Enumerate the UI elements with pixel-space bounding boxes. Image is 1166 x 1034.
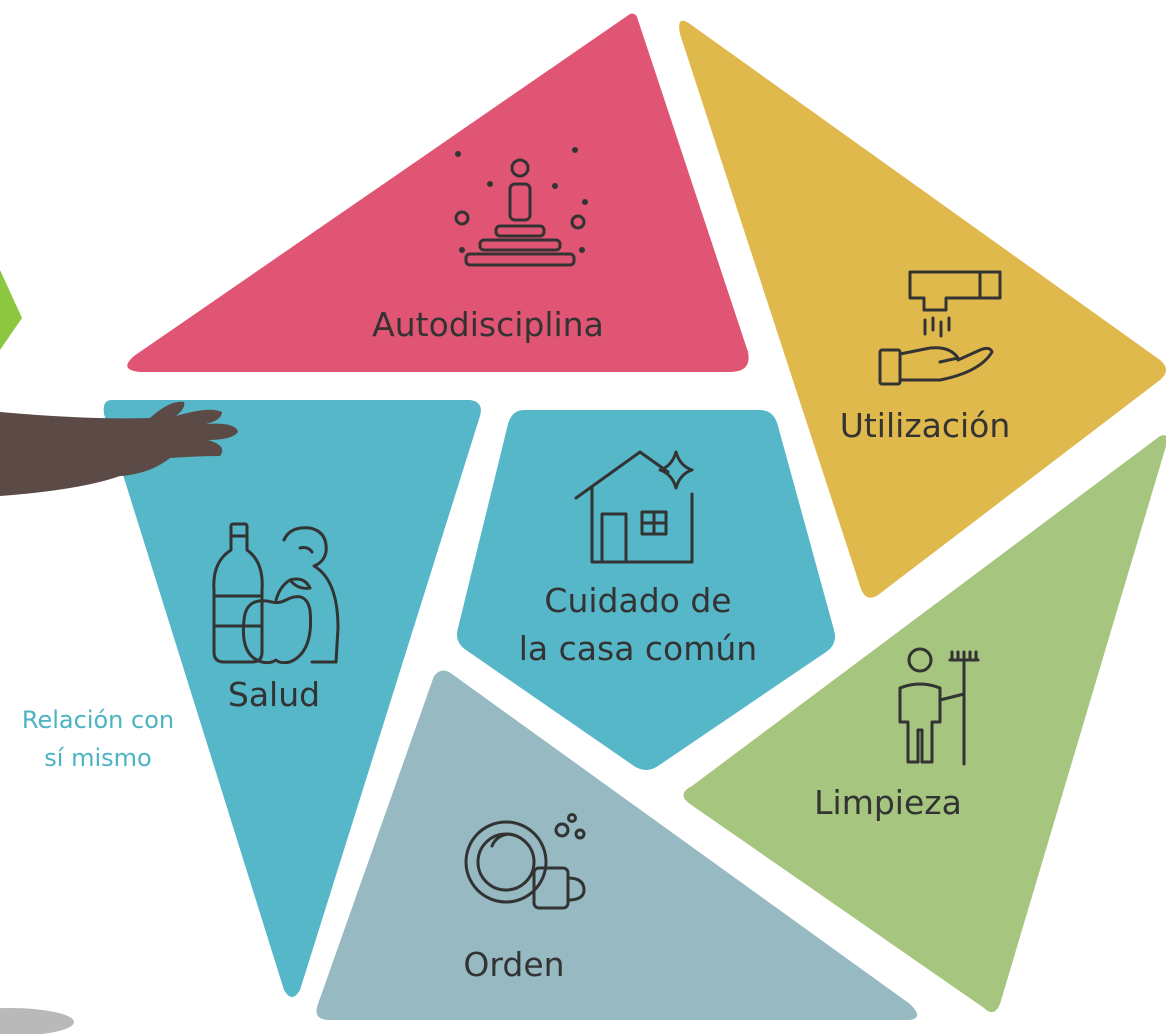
segment-orden: Orden: [316, 670, 918, 1020]
relacion-label-line1: Relación con: [22, 706, 174, 734]
cuidado-label-line2: la casa común: [519, 629, 757, 668]
segment-cuidado-casa-comun: Cuidado de la casa común: [457, 410, 835, 770]
ground-shadow: [0, 1008, 74, 1034]
segment-utilizacion: Utilización: [679, 20, 1166, 598]
reaching-arm: [0, 401, 238, 496]
person-rake-icon: [898, 647, 980, 766]
segment-salud: Salud: [103, 400, 481, 997]
plant-leaf-decoration: [0, 270, 22, 350]
utilizacion-label: Utilización: [840, 406, 1011, 445]
limpieza-label: Limpieza: [814, 783, 962, 822]
orden-label: Orden: [463, 945, 564, 984]
relacion-label-line2: sí mismo: [44, 744, 151, 772]
salud-label: Salud: [228, 675, 320, 714]
segment-limpieza: Limpieza: [683, 435, 1166, 1013]
bottle-apple-arm-icon: [212, 522, 340, 665]
cuidado-label-line1: Cuidado de: [544, 581, 731, 620]
faucet-hand-icon: [878, 270, 1002, 386]
dishes-cup-icon: [464, 813, 586, 910]
relacion-side-label: Relación con sí mismo: [22, 706, 174, 772]
meditation-person-icon: [454, 147, 588, 267]
autodisciplina-label: Autodisciplina: [372, 305, 604, 344]
segment-autodisciplina: Autodisciplina: [127, 13, 749, 372]
house-sparkle-icon: [574, 450, 694, 564]
